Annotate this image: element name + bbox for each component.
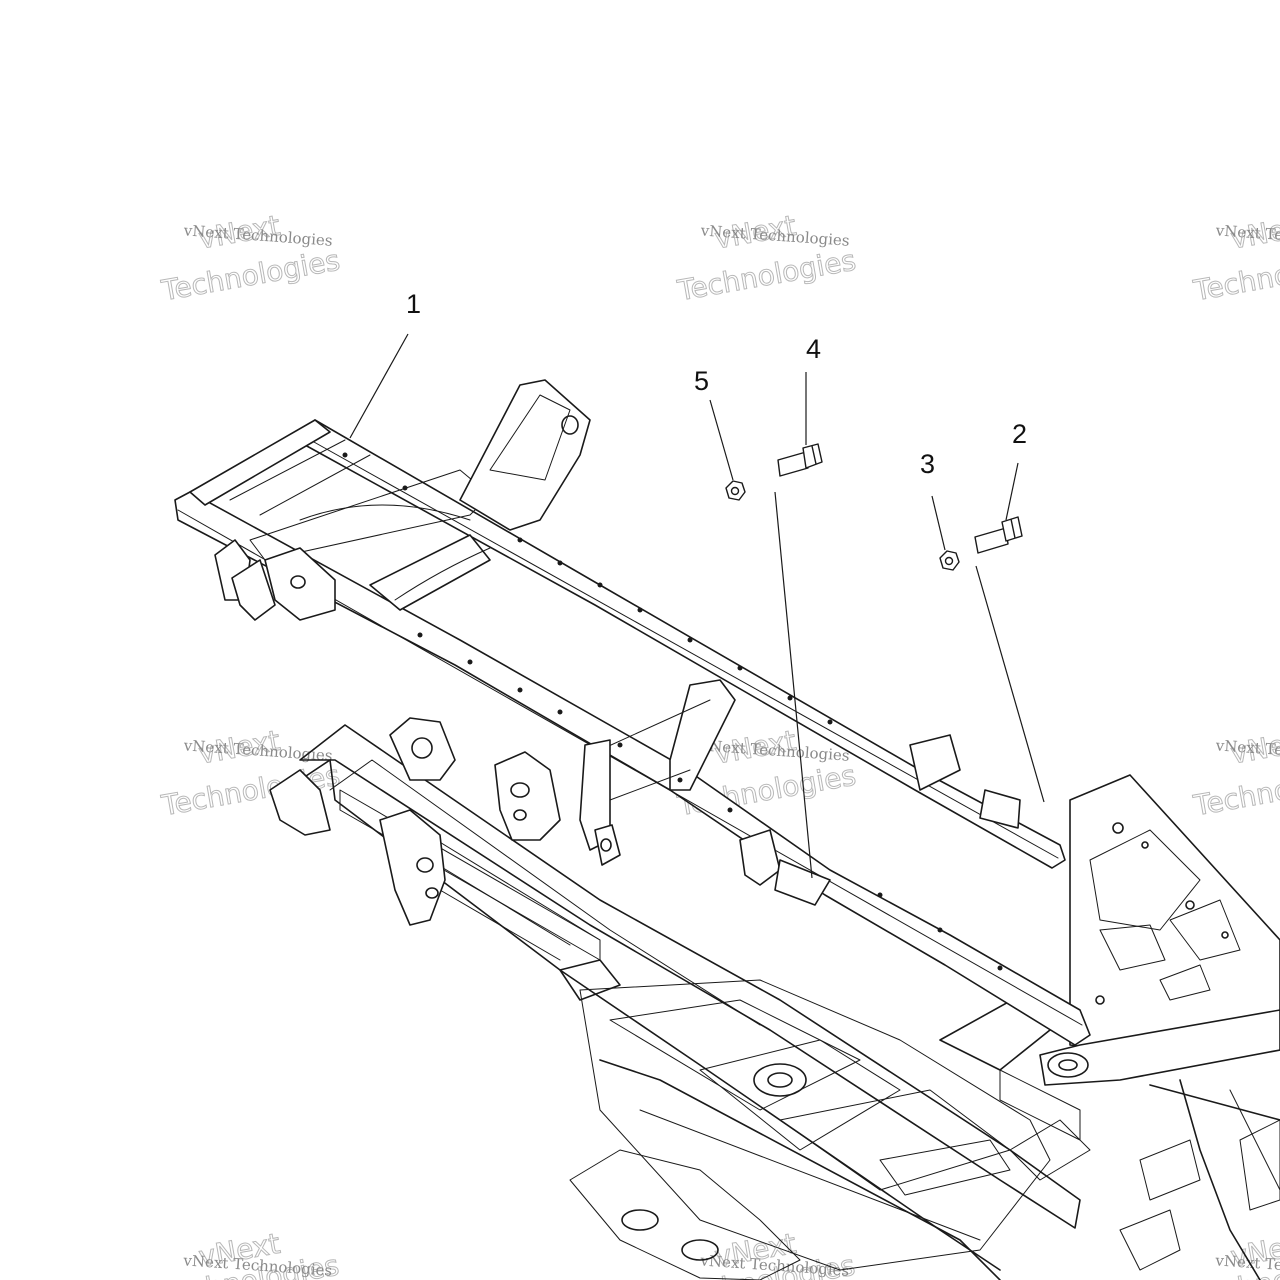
main-chassis-frame — [269, 717, 1280, 1280]
watermark-bottom-left: vNext Technologies vNext Technologies — [157, 1226, 342, 1280]
callout-3: 3 — [920, 449, 935, 479]
leader-line-3 — [931, 495, 946, 551]
leader-line-bolt-to-frame — [774, 491, 813, 879]
subframe-part-1 — [174, 379, 1091, 1046]
nut-part-5 — [725, 480, 746, 501]
rail-holes — [342, 452, 1003, 971]
leader-line-nut-to-frame — [975, 565, 1045, 803]
watermark-top-right: vNext Technologies vNext Technologies — [1190, 208, 1280, 308]
watermark-big-text: Technologies — [674, 244, 858, 308]
callout-5: 5 — [694, 366, 709, 396]
watermark-mid-right: vNext Technologies vNext Technologies — [1190, 723, 1280, 823]
watermark-bottom-center: vNext Technologies vNext Technologies — [673, 1226, 858, 1280]
watermark-big-text: Technologies — [158, 244, 342, 308]
nut-part-3 — [939, 550, 960, 571]
leader-line-5 — [709, 399, 734, 481]
leader-line-2 — [1005, 462, 1019, 521]
bolt-part-2 — [974, 516, 1023, 554]
watermark-bottom-right: vNext Technologies vNext Technologies — [1189, 1226, 1280, 1280]
callout-1: 1 — [406, 289, 421, 319]
callout-4: 4 — [806, 334, 821, 364]
callout-2: 2 — [1012, 419, 1027, 449]
watermark-top-center: vNext Technologies vNext Technologies — [674, 208, 859, 308]
bolt-part-4 — [777, 443, 823, 477]
leader-lines — [349, 333, 1045, 879]
watermark-top-left: vNext Technologies vNext Technologies — [158, 208, 343, 308]
leader-line-1 — [349, 333, 409, 439]
